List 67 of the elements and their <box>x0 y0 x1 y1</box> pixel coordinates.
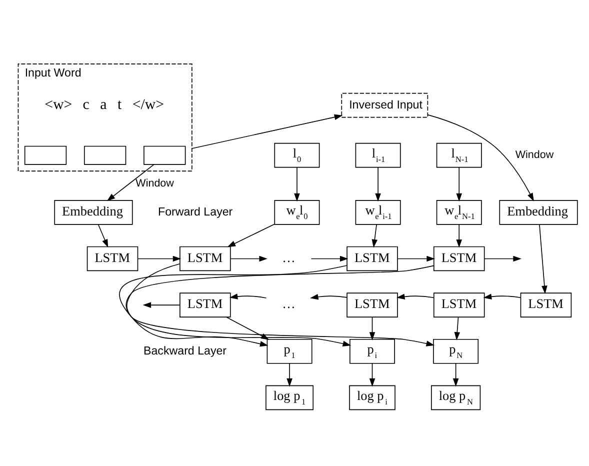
node-box: l$_{N-1}$ <box>436 142 482 168</box>
node-box: p$_{1}$ <box>266 338 312 364</box>
node-box: Embedding <box>499 200 578 224</box>
arrow <box>126 264 435 346</box>
arrow <box>454 316 460 340</box>
arrow <box>137 255 182 262</box>
node-box: log p$_{1}$ <box>266 384 314 410</box>
node-box: LSTM <box>346 292 398 317</box>
edge-label: Window <box>515 148 554 161</box>
arrow <box>369 316 376 340</box>
node-box: l$_{i-1}$ <box>355 142 401 168</box>
label: Forward Layer <box>158 206 233 218</box>
node-box: Embedding <box>54 200 133 224</box>
label: <w> <box>44 96 72 112</box>
arrow <box>484 255 522 262</box>
arrow <box>539 224 548 294</box>
arrow <box>310 255 348 262</box>
label: a <box>100 96 107 112</box>
arrow <box>456 224 462 248</box>
arrow <box>294 166 300 202</box>
arrow <box>427 114 534 201</box>
node-box: p$_{N}$ <box>433 338 479 364</box>
node-box: LSTM <box>180 246 231 271</box>
arrow <box>230 255 268 262</box>
arrow <box>369 362 376 386</box>
arrow <box>126 262 268 346</box>
node-box <box>24 145 67 164</box>
node-box: LSTM <box>346 246 398 271</box>
label: </w> <box>132 96 164 112</box>
node-box: w$_{e}$l$_{N-1}$ <box>436 200 482 224</box>
arrow <box>310 293 348 300</box>
arrow <box>192 114 343 148</box>
arrow <box>226 316 270 340</box>
arrow <box>396 293 434 299</box>
node-box: log p$_{i}$ <box>349 384 396 410</box>
node-box <box>144 145 186 164</box>
node-box: Inversed Input <box>341 92 428 118</box>
arrow <box>286 362 292 386</box>
label: t <box>117 96 122 112</box>
node-box: w$_{e}$l$_{0}$ <box>274 200 320 224</box>
node-box: LSTM <box>520 292 572 317</box>
arrow <box>372 224 378 248</box>
arrow <box>452 362 459 386</box>
arrow <box>229 293 267 299</box>
arrow <box>397 255 435 262</box>
node-box: p$_{i}$ <box>350 338 395 364</box>
node-box: LSTM <box>433 246 485 271</box>
arrow <box>227 223 275 247</box>
arrow <box>106 164 154 201</box>
node-text: … <box>282 249 296 264</box>
arrow <box>119 264 352 346</box>
node-box: LSTM <box>433 292 485 317</box>
label: c <box>82 96 90 112</box>
label: Backward Layer <box>144 344 227 357</box>
arrow <box>456 166 462 202</box>
node-box: log p$_{N}$ <box>430 384 481 410</box>
arrow <box>483 293 521 299</box>
arrow <box>98 224 108 248</box>
node-text: … <box>282 296 296 311</box>
node-box <box>84 145 126 164</box>
node-box: LSTM <box>86 246 138 271</box>
node-box: l$_{0}$ <box>274 142 320 168</box>
node-box: w$_{e}$l$_{i-1}$ <box>355 200 401 224</box>
node-box: LSTM <box>180 292 231 317</box>
arrow <box>375 166 381 202</box>
arrow <box>142 302 180 308</box>
edge-label: Window <box>136 177 174 190</box>
